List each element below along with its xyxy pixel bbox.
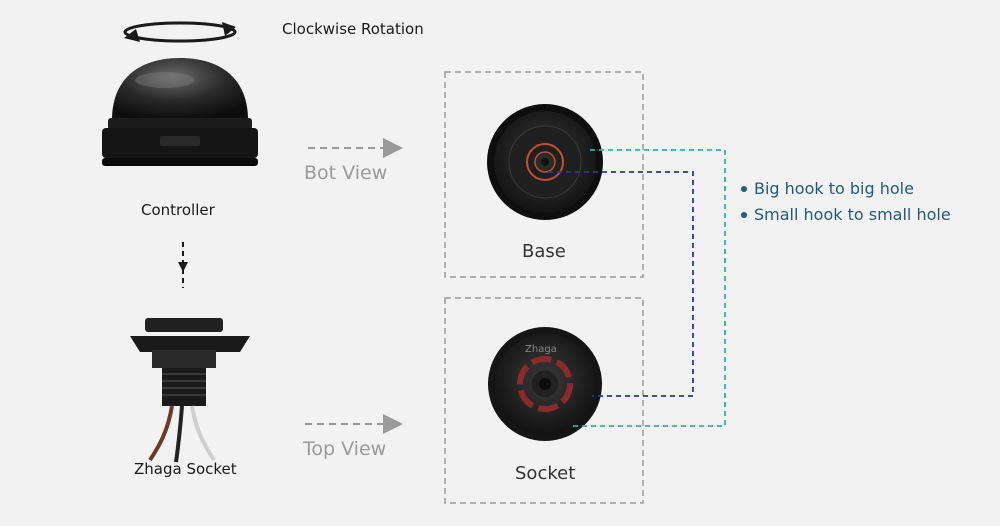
bot-view-label: Bot View <box>304 162 388 184</box>
zhaga-socket-label: Zhaga Socket <box>134 460 237 478</box>
socket-brand-text: Zhaga <box>525 344 557 355</box>
big-hook-line <box>572 149 726 427</box>
small-hook-line <box>548 171 694 397</box>
zhaga-socket-image <box>130 318 250 463</box>
socket-box <box>444 297 644 504</box>
socket-image: Zhaga <box>488 327 602 441</box>
note-bullet-1 <box>741 186 747 192</box>
note-big-hook: Big hook to big hole <box>754 179 914 198</box>
top-view-label: Top View <box>303 438 387 460</box>
socket-box-label: Socket <box>515 463 576 484</box>
rotation-arrow-icon <box>123 21 237 43</box>
base-box <box>444 71 644 278</box>
down-arrow-icon <box>178 242 188 288</box>
note-small-hook: Small hook to small hole <box>754 205 951 224</box>
controller-image <box>102 58 258 166</box>
rotation-label: Clockwise Rotation <box>282 20 424 38</box>
controller-label: Controller <box>141 201 215 219</box>
base-label: Base <box>522 241 566 262</box>
note-bullet-2 <box>741 212 747 218</box>
base-image <box>487 104 603 220</box>
